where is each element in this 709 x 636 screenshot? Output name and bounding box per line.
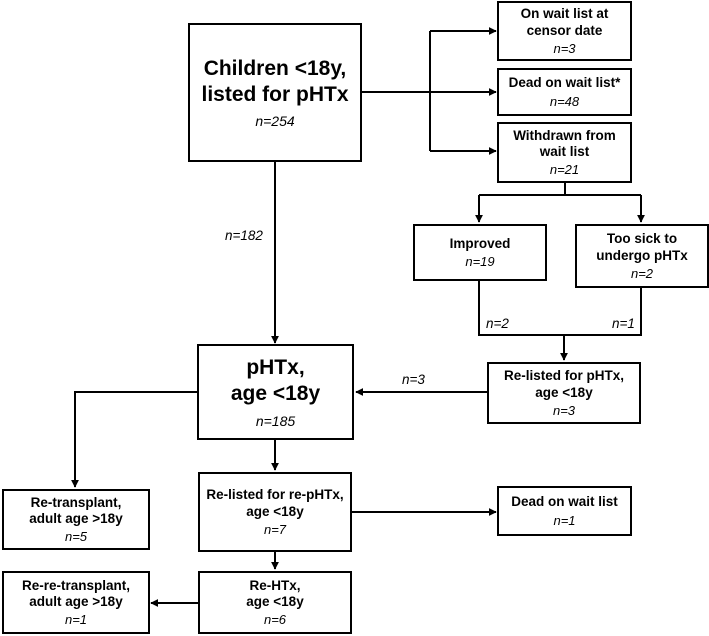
node-relisted-phtx-title: Re-listed for pHTx, age <18y [503,368,624,400]
node-re-transplant: Re-transplant, adult age >18y n=5 [2,489,150,550]
node-too-sick-count: n=2 [630,265,654,281]
edge-label-root-to-phtx: n=182 [225,228,263,243]
node-withdrawn-title: Withdrawn from wait list [513,127,616,159]
node-re-re-transplant: Re-re-transplant, adult age >18y n=1 [2,571,150,634]
node-relisted-phtx: Re-listed for pHTx, age <18y n=3 [487,362,641,424]
node-dead-wait-list: Dead on wait list* n=48 [497,68,632,116]
edge-label-improved: n=2 [486,316,509,331]
node-re-htx-title: Re-HTx, age <18y [246,577,304,609]
node-re-re-transplant-count: n=1 [64,612,88,628]
node-too-sick-title: Too sick to undergo pHTx [596,231,688,263]
node-phtx-title: pHTx, age <18y [230,356,321,405]
node-improved-count: n=19 [465,254,495,270]
node-re-transplant-title: Re-transplant, adult age >18y [29,494,123,526]
node-dead-wait-list-2-title: Dead on wait list [511,494,618,510]
node-improved-title: Improved [449,235,511,251]
node-relisted-re-phtx-count: n=7 [263,521,287,537]
node-on-wait-list-title: On wait list at censor date [520,6,609,38]
node-dead-wait-list-2-count: n=1 [553,512,576,528]
node-children-listed-title: Children <18y, listed for pHTx [201,56,349,106]
node-withdrawn-count: n=21 [549,162,580,178]
node-dead-wait-list-title: Dead on wait list* [508,75,621,91]
edge-label-too-sick: n=1 [612,316,635,331]
node-withdrawn: Withdrawn from wait list n=21 [497,122,632,183]
node-children-listed: Children <18y, listed for pHTx n=254 [188,23,362,162]
node-re-re-transplant-title: Re-re-transplant, adult age >18y [21,577,131,609]
node-improved: Improved n=19 [413,224,547,281]
edge-label-relisted-to-phtx: n=3 [402,372,425,387]
node-relisted-re-phtx: Re-listed for re-pHTx, age <18y n=7 [198,472,352,552]
connector-too-sick-merge [564,288,642,336]
node-re-transplant-count: n=5 [64,529,88,545]
node-phtx: pHTx, age <18y n=185 [197,344,354,440]
node-dead-wait-list-2: Dead on wait list n=1 [497,486,632,536]
node-on-wait-list: On wait list at censor date n=3 [497,1,632,61]
node-dead-wait-list-count: n=48 [549,93,580,109]
node-relisted-re-phtx-title: Re-listed for re-pHTx, age <18y [206,487,344,519]
node-children-listed-count: n=254 [255,113,295,130]
node-re-htx: Re-HTx, age <18y n=6 [198,571,352,634]
connector-improved-merge [478,281,564,336]
node-re-htx-count: n=6 [263,612,287,628]
node-too-sick: Too sick to undergo pHTx n=2 [575,224,709,288]
node-phtx-count: n=185 [255,412,296,429]
arrow-phtx-to-retransplant [71,391,197,488]
node-relisted-phtx-count: n=3 [552,402,576,418]
node-on-wait-list-count: n=3 [553,40,576,56]
